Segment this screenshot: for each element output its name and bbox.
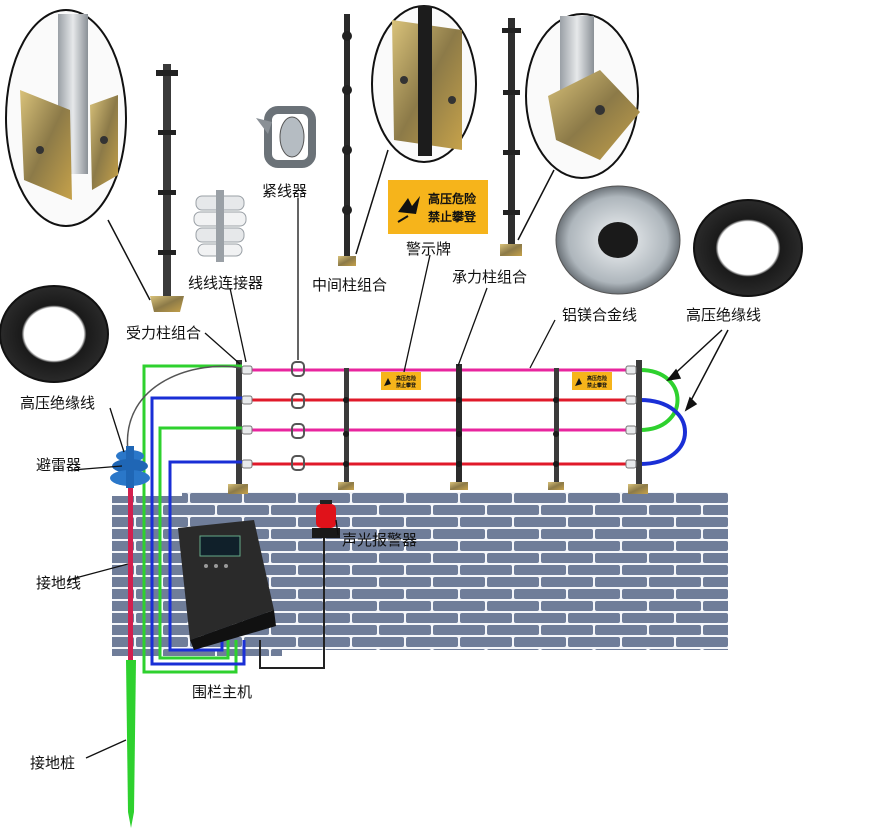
wire-loop-green xyxy=(639,368,680,432)
ground-stake xyxy=(126,660,136,828)
label-bearing-post: 承力柱组合 xyxy=(452,268,527,286)
label-lightning-arrester: 避雷器 xyxy=(36,456,81,474)
label-alloy-wire: 铝镁合金线 xyxy=(562,306,637,324)
middle-post-product xyxy=(338,14,389,266)
blue-feed-wire xyxy=(150,396,246,666)
insulators xyxy=(241,365,637,469)
warning-sign-small-1: 高压危险 禁止攀登 xyxy=(381,372,421,390)
label-warning-sign: 警示牌 xyxy=(406,240,451,258)
fence-post-mid2 xyxy=(450,364,468,490)
ground-wire xyxy=(128,488,133,660)
small-sign1-hand-icon xyxy=(384,378,391,386)
bearing-post-product xyxy=(500,18,522,256)
middle-post-detail-zoom xyxy=(371,5,477,163)
small-sign2-line1: 高压危险 xyxy=(587,375,608,382)
fence-wires xyxy=(240,368,687,466)
warning-sign-large: 高压危险 禁止攀登 xyxy=(388,180,488,234)
label-hv-cable-left: 高压绝缘线 xyxy=(20,394,95,412)
leader-lines xyxy=(67,198,556,759)
label-alarm: 声光报警器 xyxy=(342,531,417,549)
label-ground-stake: 接地桩 xyxy=(30,754,75,772)
host-wiring xyxy=(126,364,325,674)
small-sign2-line2: 禁止攀登 xyxy=(586,382,607,389)
wire-clips xyxy=(343,397,559,467)
label-middle-post: 中间柱组合 xyxy=(312,276,387,294)
force-post-detail-zoom xyxy=(5,9,151,301)
small-sign1-line1: 高压危险 xyxy=(396,375,417,382)
alloy-wire-spool xyxy=(555,185,681,295)
fence-post-right xyxy=(628,360,648,494)
alarm-light xyxy=(312,500,340,538)
bearing-post-detail-zoom xyxy=(517,13,640,241)
labels: 受力柱组合 线线连接器 紧线器 中间柱组合 警示牌 承力柱组合 铝镁合金线 高压… xyxy=(20,182,761,772)
arrester-link-wire xyxy=(126,365,241,453)
hv-cable-arrows xyxy=(666,329,729,412)
tensioner-product xyxy=(256,106,316,168)
hv-cable-coil-left xyxy=(0,285,109,383)
fence-post-left xyxy=(228,360,248,494)
wire-connector-product xyxy=(193,190,247,262)
tensioners-on-fence xyxy=(291,361,305,471)
sign-line1: 高压危险 xyxy=(428,191,477,206)
wire-loop-blue xyxy=(639,398,687,466)
alarm-wire xyxy=(259,538,325,669)
label-ground-wire: 接地线 xyxy=(36,574,81,592)
green-feed-wire xyxy=(142,364,242,674)
label-tensioner: 紧线器 xyxy=(262,182,307,200)
label-wire-connector: 线线连接器 xyxy=(188,274,263,292)
fence-host-device xyxy=(178,520,276,650)
warning-sign-small-2: 高压危险 禁止攀登 xyxy=(572,372,612,390)
label-force-post: 受力柱组合 xyxy=(126,324,201,342)
label-host: 围栏主机 xyxy=(192,683,252,701)
fence-post-mid3 xyxy=(548,368,564,490)
small-sign2-hand-icon xyxy=(575,378,582,386)
force-post-product xyxy=(150,64,184,312)
fence-post-mid1 xyxy=(338,368,354,490)
label-hv-cable-right: 高压绝缘线 xyxy=(686,306,761,324)
hv-cable-coil-right xyxy=(693,199,803,297)
warning-hand-icon xyxy=(397,196,420,223)
fence-posts xyxy=(228,360,648,494)
sign-line2: 禁止攀登 xyxy=(428,209,477,224)
small-sign1-line2: 禁止攀登 xyxy=(395,382,416,389)
green-return-wire xyxy=(158,426,242,660)
blue-return-wire xyxy=(168,460,242,652)
lightning-arrester xyxy=(110,446,150,488)
